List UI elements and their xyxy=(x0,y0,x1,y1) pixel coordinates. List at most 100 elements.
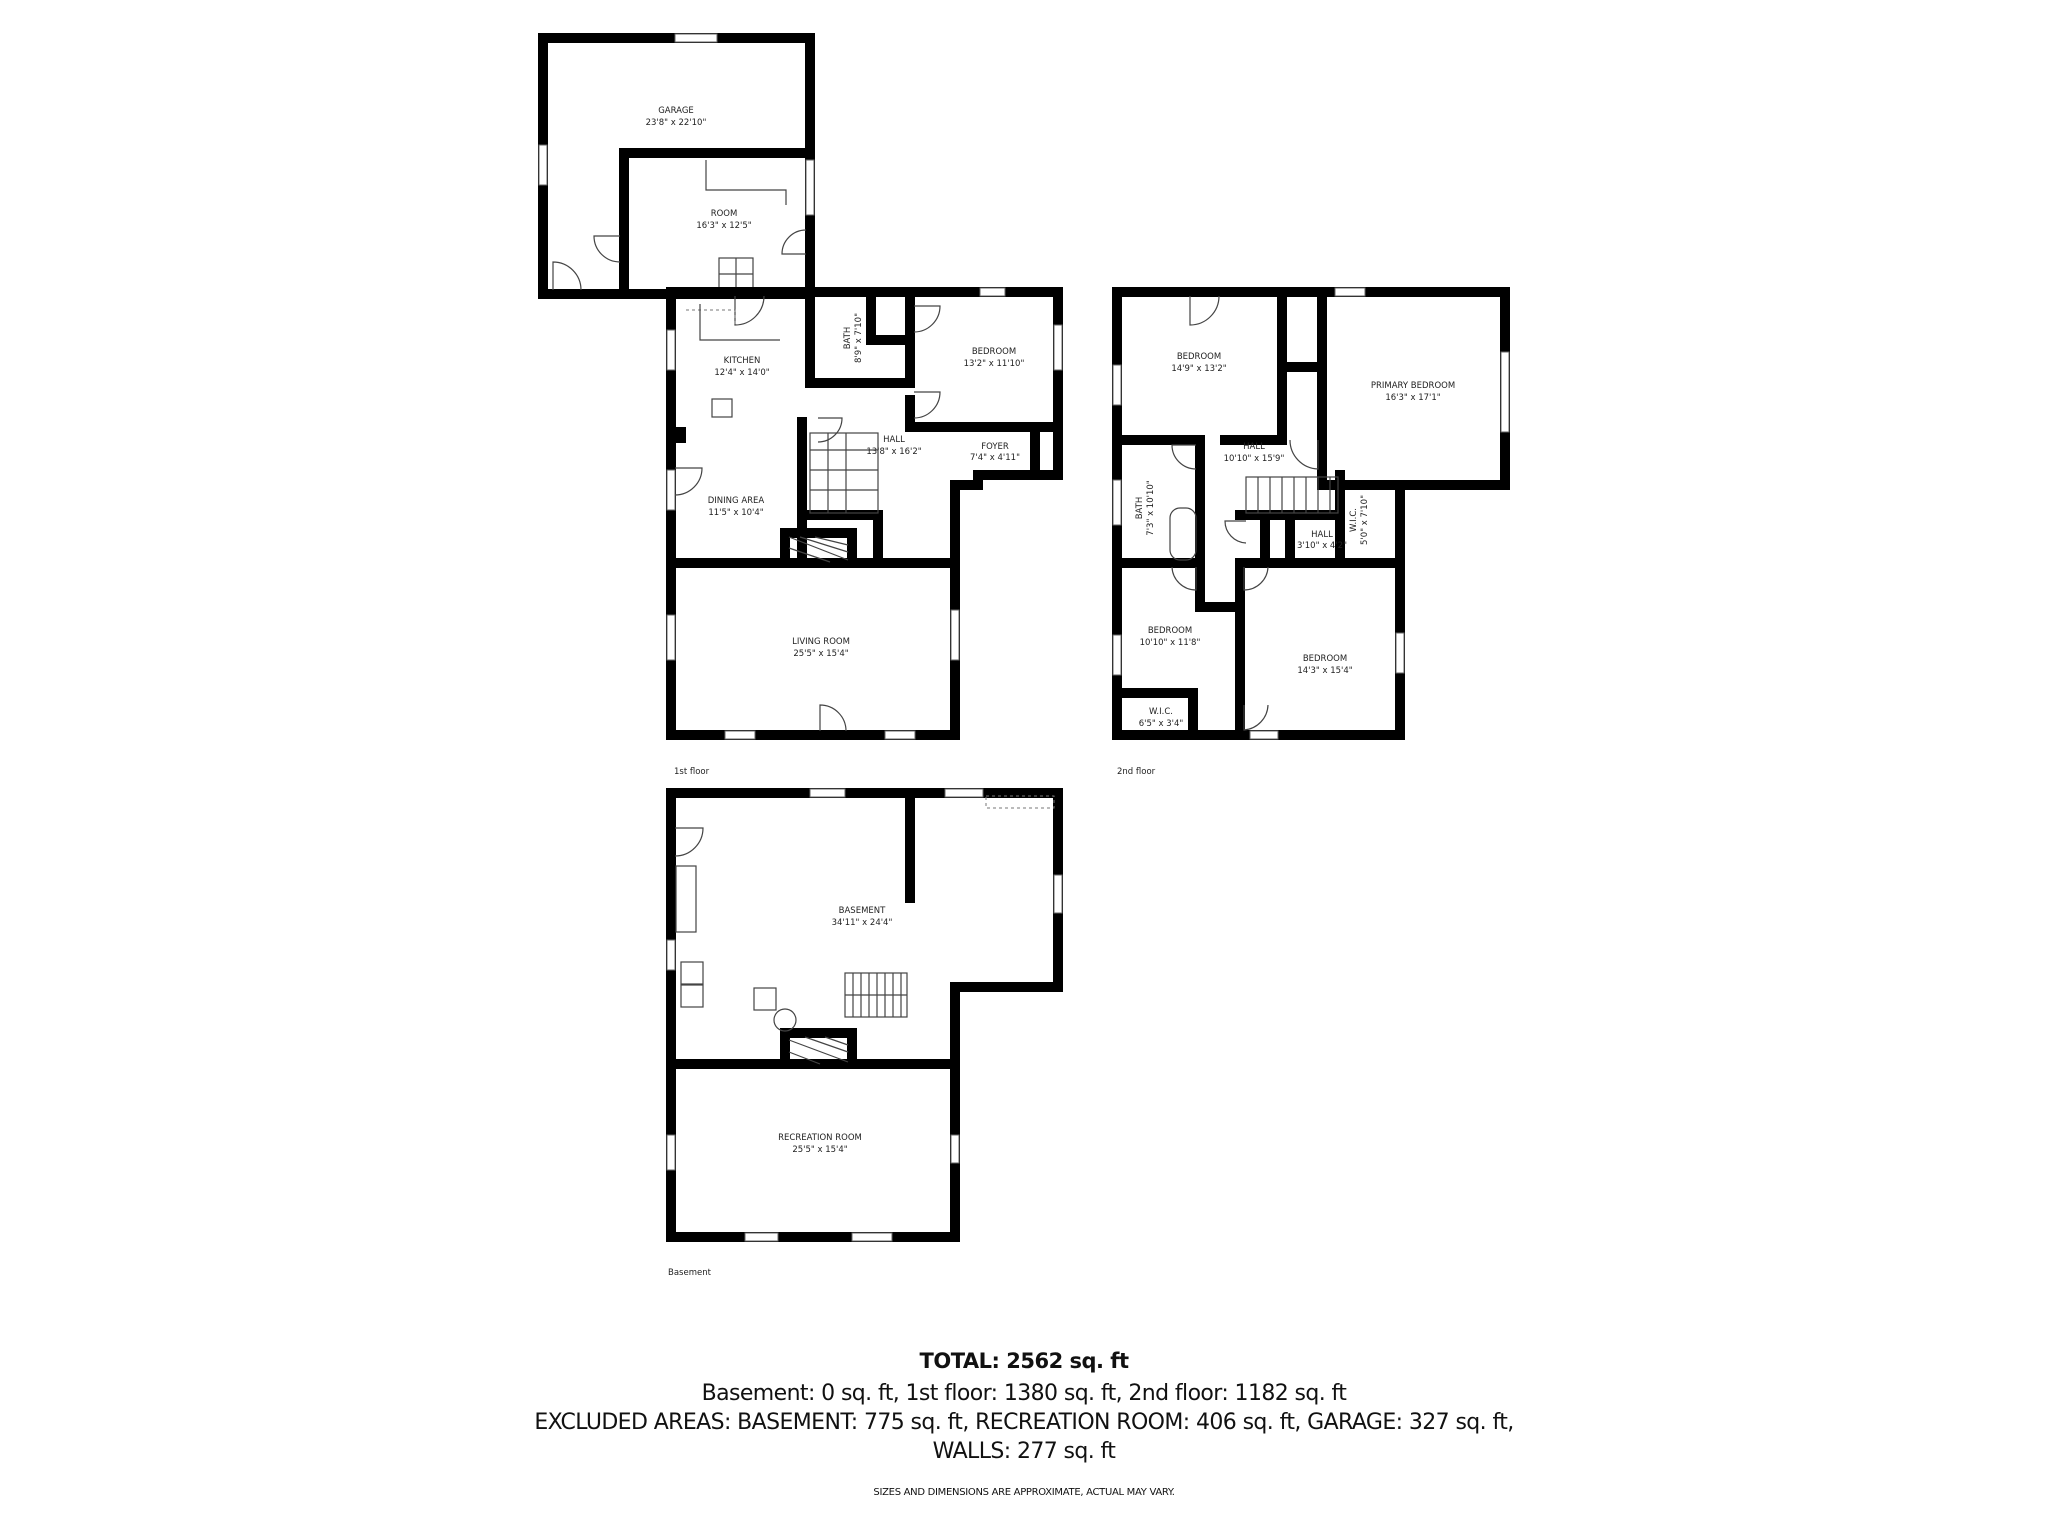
room-size-wic: 5'0" x 7'10" xyxy=(1360,495,1370,545)
window xyxy=(724,730,756,740)
room-size-garage: 23'8" x 22'10" xyxy=(646,118,707,128)
bathtub-icon xyxy=(1169,507,1197,561)
window xyxy=(851,1232,893,1242)
window xyxy=(1112,634,1122,676)
room-label-dining: DINING AREA xyxy=(708,496,765,506)
room-label-hall-small: HALL xyxy=(1311,530,1333,540)
room-label-bath: BATH xyxy=(843,327,853,350)
second-floor-inner-walls xyxy=(1112,287,1405,740)
fireplace-hatch xyxy=(788,536,849,563)
room-label-living: LIVING ROOM xyxy=(792,637,850,647)
basement-outer-walls xyxy=(666,788,1063,1242)
door-swing xyxy=(817,417,843,443)
door-swing xyxy=(552,261,582,291)
window xyxy=(950,609,960,661)
window xyxy=(666,469,676,511)
door-swing xyxy=(1243,704,1269,731)
floor-label-basement: Basement xyxy=(668,1268,712,1278)
room-size-hall: 13'8" x 16'2" xyxy=(866,447,921,457)
first-floor-plan: GARAGE 23'8" x 22'10" ROOM 16'3" x 12'5"… xyxy=(538,33,1063,777)
room-size-bedroom: 14'3" x 15'4" xyxy=(1297,666,1352,676)
window xyxy=(1500,351,1510,433)
window xyxy=(1112,479,1122,526)
door-swing xyxy=(734,295,765,326)
room-size-recreation: 25'5" x 15'4" xyxy=(792,1145,847,1155)
basement-plan: BASEMENT 34'11" x 24'4" RECREATION ROOM … xyxy=(666,788,1063,1278)
room-size-bedroom: 10'10" x 11'8" xyxy=(1140,638,1201,648)
room-label-garage: GARAGE xyxy=(658,106,694,116)
door-swing xyxy=(1171,566,1197,591)
bath-bedroom-walls xyxy=(805,287,1063,480)
room-label-hall: HALL xyxy=(1243,442,1265,452)
room-size-dining: 11'5" x 10'4" xyxy=(708,508,763,518)
fireplace-hatch xyxy=(788,1036,849,1065)
room-label-wic: W.I.C. xyxy=(1149,707,1173,717)
window xyxy=(944,788,984,798)
room-size-kitchen: 12'4" x 14'0" xyxy=(714,368,769,378)
room-size-foyer: 7'4" x 4'11" xyxy=(970,453,1020,463)
appliance-icon xyxy=(753,987,777,1011)
floor-areas: Basement: 0 sq. ft, 1st floor: 1380 sq. … xyxy=(701,1381,1347,1406)
door-swing xyxy=(593,235,621,263)
room-size-hall-small: 3'10" x 4'2" xyxy=(1297,541,1347,551)
sink-counter-icon xyxy=(675,865,697,933)
window xyxy=(979,287,1006,297)
recreation-room-wall xyxy=(666,1028,960,1069)
excluded-areas: EXCLUDED AREAS: BASEMENT: 775 sq. ft, RE… xyxy=(534,1410,1514,1435)
window xyxy=(674,33,718,43)
room-label-bedroom: BEDROOM xyxy=(972,347,1016,357)
dryer-icon xyxy=(680,984,704,1008)
window xyxy=(666,1134,676,1171)
door-swing xyxy=(1243,566,1269,591)
door-swing xyxy=(819,704,847,732)
window xyxy=(1395,632,1405,674)
room-size-primary-bedroom: 16'3" x 17'1" xyxy=(1385,393,1440,403)
room-size-living: 25'5" x 15'4" xyxy=(793,649,848,659)
disclaimer: SIZES AND DIMENSIONS ARE APPROXIMATE, AC… xyxy=(873,1487,1175,1498)
window xyxy=(1334,287,1366,297)
room-label-wic: W.I.C. xyxy=(1349,508,1359,532)
room-size-bedroom: 13'2" x 11'10" xyxy=(964,359,1025,369)
door-swing xyxy=(674,467,703,496)
room-label-bedroom: BEDROOM xyxy=(1303,654,1347,664)
stair-fireplace-walls xyxy=(780,417,883,567)
door-swing xyxy=(1171,444,1197,470)
room-label-bath: BATH xyxy=(1135,497,1145,520)
room-label-bedroom: BEDROOM xyxy=(1148,626,1192,636)
room-label-hall: HALL xyxy=(883,435,905,445)
room-size-bath: 8'9" x 7'10" xyxy=(854,313,864,363)
door-swing xyxy=(1289,439,1319,470)
stairs-icon xyxy=(1245,476,1339,514)
water-heater-icon xyxy=(773,1008,797,1032)
room-walls xyxy=(619,148,815,299)
door-swing xyxy=(781,229,807,255)
door-swing xyxy=(1189,295,1220,326)
window xyxy=(538,144,548,186)
room-size-basement: 34'11" x 24'4" xyxy=(832,918,893,928)
stove-icon xyxy=(711,398,733,418)
second-floor-plan: BEDROOM 14'9" x 13'2" PRIMARY BEDROOM 16… xyxy=(1112,287,1510,777)
window xyxy=(805,159,815,216)
window xyxy=(950,1134,960,1164)
room-label-basement: BASEMENT xyxy=(839,906,886,916)
room-size-room: 16'3" x 12'5" xyxy=(696,221,751,231)
door-swing xyxy=(913,391,941,419)
room-label-foyer: FOYER xyxy=(981,442,1009,452)
floor-label-second: 2nd floor xyxy=(1117,767,1156,777)
window xyxy=(1053,324,1063,371)
room-size-bedroom: 14'9" x 13'2" xyxy=(1171,364,1226,374)
room-size-hall: 10'10" x 15'9" xyxy=(1224,454,1285,464)
stairs-icon xyxy=(809,432,879,514)
window xyxy=(666,939,676,971)
window xyxy=(744,1232,779,1242)
room-label-bedroom: BEDROOM xyxy=(1177,352,1221,362)
room-label-primary-bedroom: PRIMARY BEDROOM xyxy=(1371,381,1455,391)
room-size-wic: 6'5" x 3'4" xyxy=(1139,719,1184,729)
window xyxy=(809,788,846,798)
window xyxy=(1112,364,1122,406)
room-label-room: ROOM xyxy=(711,209,738,219)
room-size-bath: 7'3" x 10'10" xyxy=(1146,480,1156,535)
room-label-kitchen: KITCHEN xyxy=(724,356,761,366)
window xyxy=(1249,730,1279,740)
total-area: TOTAL: 2562 sq. ft xyxy=(919,1349,1129,1373)
